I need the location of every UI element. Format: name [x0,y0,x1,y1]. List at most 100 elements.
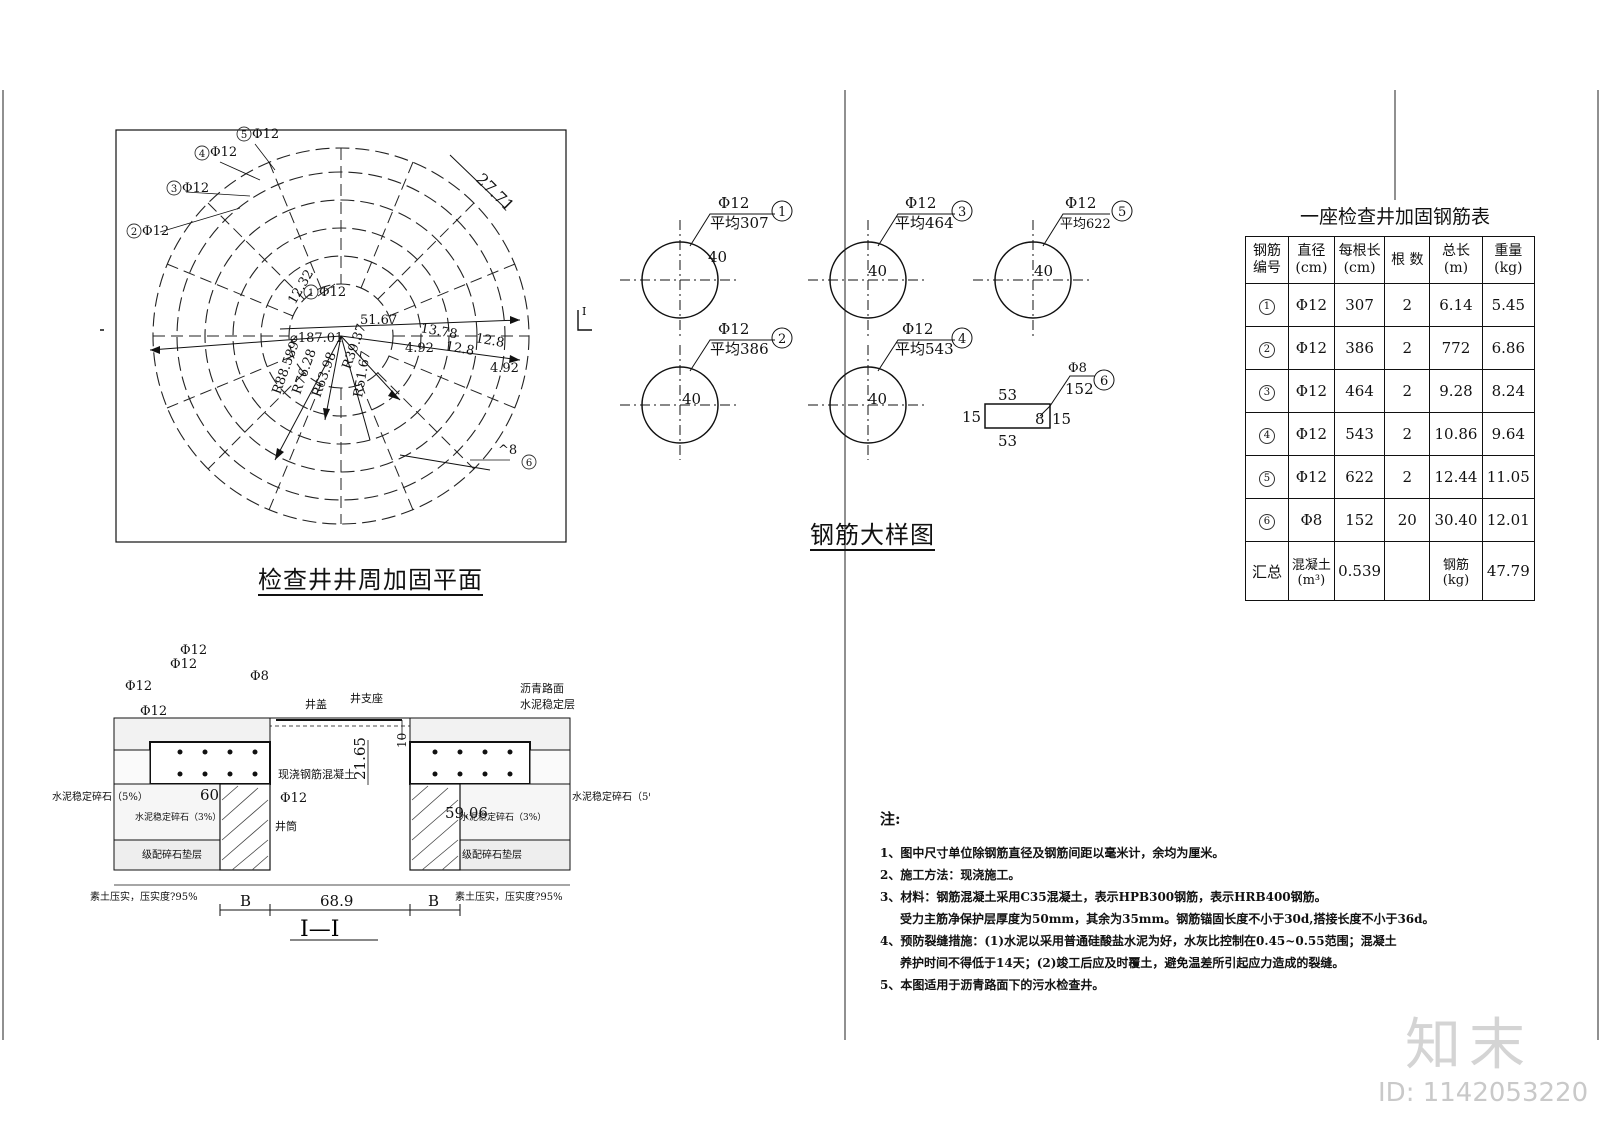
label-phi12: Φ12 [280,791,307,806]
note-item: 4、预防裂缝措施：(1)水泥以采用普通硅酸盐水泥为好，水灰比控制在0.45~0.… [880,934,1397,948]
dim-diameter: ⌀187.01 [290,331,343,346]
section-rebar4: Φ12 [125,679,152,694]
summary-label: 汇总 [1245,541,1289,601]
detail1-no: 1 [778,205,786,220]
detail5-bar: Φ12 [1065,194,1096,212]
note-item: 5、本图适用于沥青路面下的污水检查井。 [880,978,1105,992]
note-item: 2、施工方法：现浇施工。 [880,868,1021,882]
summary-concrete-label: 混凝土(m³) [1287,541,1335,601]
th-dia: 直径(cm) [1287,236,1335,284]
dim-12-8-b: 12.8 [474,331,505,351]
details-title: 钢筋大样图 [810,521,935,549]
label-stab3-left: 水泥稳定碎石（3%） [135,811,221,823]
summary-concrete: 0.539 [1333,541,1386,601]
detail6-left: 15 [962,408,981,426]
plan-title: 检查井井周加固平面 [258,566,483,594]
notes-block: 注: 1、图中尺寸单位除钢筋直径及钢筋间距以毫米计，余均为厘米。 2、施工方法：… [880,808,1520,996]
dim-68-9: 68.9 [320,892,353,910]
rebar-details: Φ12 平均307 1 40 Φ12 平均464 3 40 Φ12 平均622 … [620,194,1133,460]
detail6-right: 15 [1052,410,1071,428]
detail6-bar: Φ8 [1068,361,1087,376]
detail1-len: 平均307 [710,214,769,232]
table-header-row: 钢筋编号 直径(cm) 每根长(cm) 根 数 总长(m) 重量(kg) [1245,236,1536,284]
marker-3: 3 [171,184,177,195]
detail2-no: 2 [778,332,786,347]
note-item: 养护时间不得低于14天；(2)竣工后应及时覆土，避免温差所引起应力造成的裂缝。 [900,956,1345,970]
label-stab3-right: 水泥稳定碎石（3%） [460,811,546,823]
notes-heading: 注: [880,810,901,828]
section-mark-right: I [582,305,586,318]
detail6-bottom: 53 [998,432,1017,450]
detail2-hook: 40 [682,390,701,408]
section-rebar2: Φ12 [180,643,207,658]
detail4-bar: Φ12 [902,320,933,338]
detail5-hook: 40 [1034,262,1053,280]
rebar1-label: Φ12 [319,285,346,300]
rebar4-label: Φ12 [210,145,237,160]
marker-1: 1 [308,288,314,299]
note-item: 受力主筋净保护层厚度为50mm，其余为35mm。钢筋锚固长度不小于30d,搭接长… [900,912,1435,926]
dim-59-06: 59.06 [445,804,488,822]
summary-steel-label: 钢筋(kg) [1429,541,1483,601]
plan-view: 51.67 ⌀187.01 13.78 12.8 12.8 4.92 4.92 … [100,126,592,543]
table-summary-row: 汇总 混凝土(m³) 0.539 钢筋(kg) 47.79 [1245,541,1536,601]
label-compact-left: 素土压实，压实度?95% [90,890,198,903]
detail3-no: 3 [958,205,966,220]
label-shaft: 井筒 [275,819,297,833]
detail6-len: 152 [1065,380,1094,398]
dim-21-65: 21.65 [351,737,369,780]
label-stab5-left: 水泥稳定碎石（5%） [52,790,148,803]
label-graded-right: 级配碎石垫层 [462,848,522,861]
th-count: 根 数 [1384,236,1431,284]
label-stab5-right: 水泥稳定碎石（5%） [572,790,650,803]
th-total: 总长(m) [1429,236,1483,284]
label-seat: 井支座 [350,691,383,705]
label-cover: 井盖 [305,697,327,711]
note-item: 3、材料：钢筋混凝土采用C35混凝土，表示HPB300钢筋，表示HRB400钢筋… [880,890,1327,904]
label-cement-layer: 水泥稳定层 [520,697,575,711]
label-phi8: Φ8 [250,669,269,684]
detail3-hook: 40 [868,262,887,280]
detail6-top: 53 [998,386,1017,404]
watermark-id: ID: 1142053220 [1378,1078,1589,1108]
label-asphalt: 沥青路面 [520,682,564,695]
label-cast-concrete: 现浇钢筋混凝土 [278,767,355,781]
dim-51-67: 51.67 [360,313,397,328]
rebar5-label: Φ12 [252,127,279,142]
dim-4-92-a: 4.92 [405,341,434,356]
label-graded-left: 级配碎石垫层 [142,848,202,861]
dim-13-78: 13.78 [419,321,458,342]
detail1-hook: 40 [708,248,727,266]
section-title: I—I [300,917,339,942]
detail2-len: 平均386 [710,340,769,358]
marker-4: 4 [199,149,205,160]
detail4-hook: 40 [868,390,887,408]
detail6-hook: 8 [1035,410,1045,428]
table-title: 一座检查井加固钢筋表 [1300,206,1491,228]
dim-4-92-b: 4.92 [490,361,519,376]
dim-10: 10 [395,733,409,748]
detail6-no: 6 [1100,374,1108,389]
dim-b-left: B [240,892,251,910]
th-weight: 重量(kg) [1481,236,1536,284]
detail4-no: 4 [958,332,966,347]
detail3-len: 平均464 [895,214,954,232]
th-no: 钢筋编号 [1245,236,1289,284]
section-rebar5: Φ12 [140,704,167,719]
detail5-len: 平均622 [1060,217,1111,232]
marker-6: 6 [526,458,532,469]
dim-12-8-a: 12.8 [444,339,475,359]
detail1-bar: Φ12 [718,194,749,212]
marker-2: 2 [131,227,137,238]
detail5-no: 5 [1118,205,1126,220]
marker-5: 5 [241,130,247,141]
rebar6-label: ^8 [498,443,517,458]
detail3-bar: Φ12 [905,194,936,212]
